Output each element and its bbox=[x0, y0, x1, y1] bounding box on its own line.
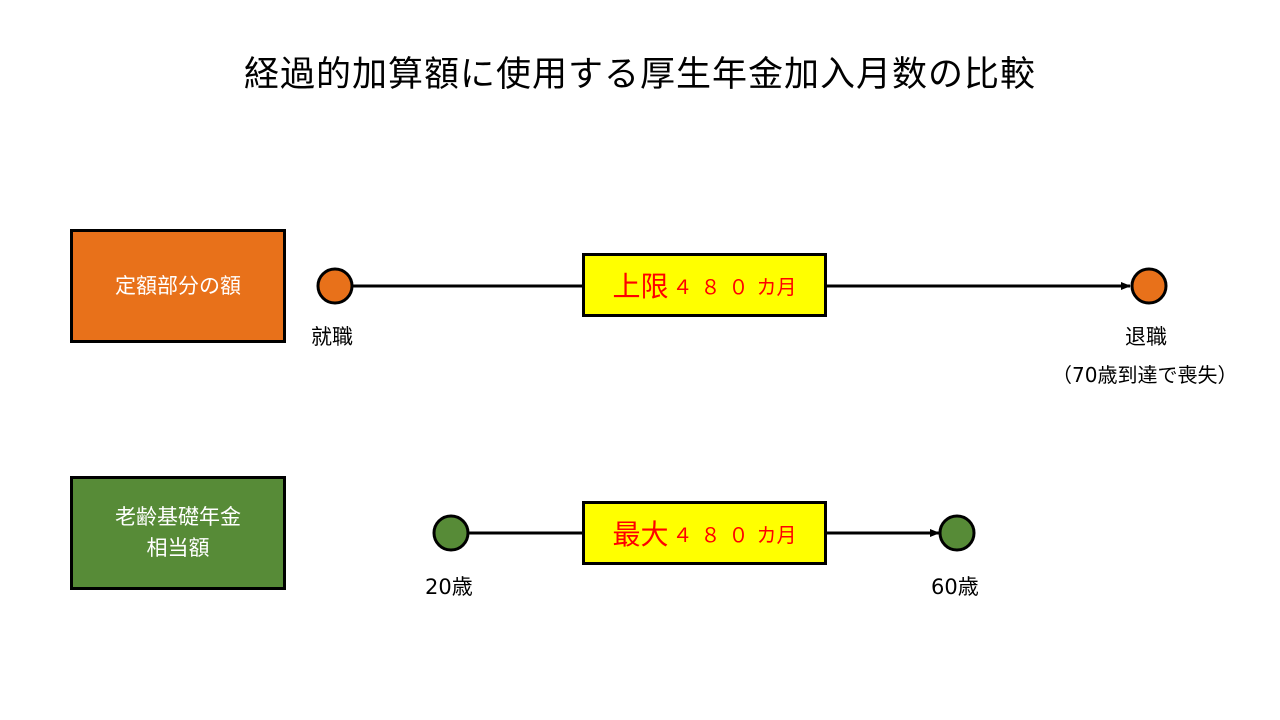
row1-limit-number: ４８０ bbox=[672, 274, 757, 299]
row2-start-node bbox=[432, 514, 470, 552]
row1-start-node bbox=[316, 267, 354, 305]
row2-end-label: 60歳 bbox=[931, 575, 979, 599]
basic-pension-label-line2: 相当額 bbox=[146, 536, 210, 560]
basic-pension-label-line1: 老齢基礎年金 bbox=[115, 505, 241, 529]
row1-limit-unit: カ月 bbox=[756, 274, 797, 299]
row2-max-main: 最大 bbox=[612, 518, 669, 551]
page-title: 経過的加算額に使用する厚生年金加入月数の比較 bbox=[243, 55, 1036, 95]
row2-end-node bbox=[938, 514, 976, 552]
fixed-portion-label: 定額部分の額 bbox=[70, 229, 286, 343]
row1-limit-main: 上限 bbox=[612, 270, 669, 303]
basic-pension-equivalent-label: 老齢基礎年金 相当額 bbox=[70, 476, 286, 590]
row1-limit-box: 上限 ４８０ カ月 bbox=[582, 253, 827, 317]
row1-end-note: （70歳到達で喪失） bbox=[1052, 363, 1238, 387]
row1-end-node bbox=[1130, 267, 1168, 305]
row2-max-box: 最大 ４８０ カ月 bbox=[582, 501, 827, 565]
row2-start-label: 20歳 bbox=[425, 575, 473, 599]
row2-max-number: ４８０ bbox=[672, 522, 757, 547]
row1-end-label: 退職 bbox=[1125, 325, 1167, 349]
fixed-portion-label-text: 定額部分の額 bbox=[115, 273, 241, 298]
row1-start-label: 就職 bbox=[311, 325, 353, 349]
row2-max-unit: カ月 bbox=[756, 522, 797, 547]
